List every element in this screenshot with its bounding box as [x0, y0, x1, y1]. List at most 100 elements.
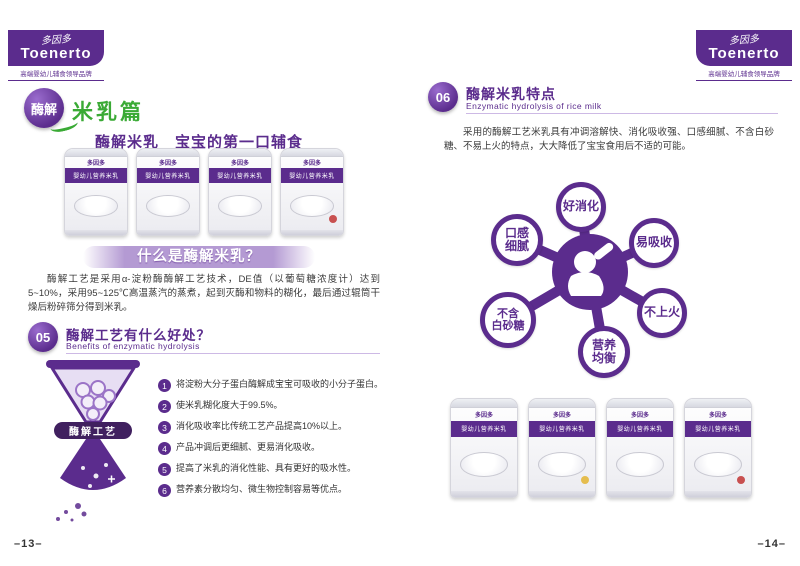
section-05-subtitle: Benefits of enzymatic hydrolysis [66, 341, 200, 351]
package-brand-mark: 多因多 [230, 160, 249, 167]
product-package: 多因多 婴幼儿营养米乳 [684, 398, 752, 498]
benefit-item: 1 将淀粉大分子蛋白酶解成宝宝可吸收的小分子蛋白。 [158, 378, 390, 392]
product-package: 多因多 婴幼儿营养米乳 [528, 398, 596, 498]
package-lid [65, 149, 127, 157]
package-label-band: 婴幼儿营养米乳 [607, 420, 673, 438]
package-photo-area [281, 183, 343, 230]
feature-bubble-no-sugar: 不含 白砂糖 [480, 292, 536, 348]
package-photo-area [209, 183, 271, 230]
baby-drinking-silhouette-icon [568, 242, 614, 296]
diagram-spokes-and-center [503, 202, 667, 357]
brand-tagline: 高端婴幼儿辅食领导品牌 [696, 68, 792, 81]
package-photo-area [529, 437, 595, 491]
package-lid [137, 149, 199, 157]
benefit-number: 1 [158, 379, 171, 392]
benefit-number: 5 [158, 463, 171, 476]
product-package: 多因多 婴幼儿营养米乳 [606, 398, 674, 498]
package-photo-area [685, 437, 751, 491]
package-label-band: 婴幼儿营养米乳 [65, 167, 127, 183]
product-package: 多因多 婴幼儿营养米乳 [64, 148, 128, 236]
section-06-rule [466, 113, 778, 114]
benefit-text: 产品冲调后更细腻、更易消化吸收。 [176, 442, 321, 452]
package-photo-area [65, 183, 127, 230]
package-brand-mark: 多因多 [302, 160, 321, 167]
what-is-title-ribbon: 什么是酶解米乳？ [83, 246, 315, 268]
package-label-band: 婴幼儿营养米乳 [281, 167, 343, 183]
bowl-graphic [460, 451, 508, 477]
features-body-text: 采用的酶解工艺米乳具有冲调溶解快、消化吸收强、口感细腻、不含白砂糖、不易上火的特… [444, 127, 774, 152]
feature-diagram: 好消化 易吸收 不上火 营养 均衡 不含 白砂糖 口感 细腻 [465, 170, 737, 392]
page-13: 多因多 Toenerto 高端婴幼儿辅食领导品牌 酶解 米乳篇 酶解米乳 宝宝的… [8, 30, 390, 554]
feature-bubble-no-heat: 不上火 [637, 288, 687, 338]
package-brand-mark: 多因多 [474, 412, 493, 419]
product-package: 多因多 婴幼儿营养米乳 [450, 398, 518, 498]
benefit-number: 6 [158, 484, 171, 497]
package-brand-mark: 多因多 [630, 412, 649, 419]
feature-bubble-absorbable: 易吸收 [629, 218, 679, 268]
section-06-title: 酶解米乳特点 [466, 86, 556, 102]
package-base [209, 229, 271, 235]
package-lid [529, 399, 595, 408]
falling-particles-icon [56, 503, 87, 522]
bowl-graphic [73, 195, 119, 218]
benefit-number: 4 [158, 442, 171, 455]
product-package: 多因多 婴幼儿营养米乳 [280, 148, 344, 236]
benefit-item: 2 使米乳糊化度大于99.5%。 [158, 399, 390, 413]
feature-bubble-balanced-nutrition: 营养 均衡 [578, 326, 630, 378]
package-label-band: 婴幼儿营养米乳 [685, 420, 751, 438]
flavor-dot [329, 214, 337, 223]
page-number-14: –14– [757, 538, 786, 550]
page-14: 多因多 Toenerto 高端婴幼儿辅食领导品牌 06 酶解米乳特点 Enzym… [410, 30, 792, 554]
package-label-band: 婴幼儿营养米乳 [209, 167, 271, 183]
benefit-item: 3 消化吸收率比传统工艺产品提高10%以上。 [158, 420, 390, 434]
package-photo-area [451, 437, 517, 491]
brand-name: Toenerto [20, 44, 92, 62]
bowl-graphic [145, 195, 191, 218]
page-number-13: –13– [14, 538, 43, 550]
feature-bubble-digestible: 好消化 [556, 182, 606, 232]
section-06-badge: 06 [428, 82, 458, 112]
package-label-band: 婴幼儿营养米乳 [137, 167, 199, 183]
feature-bubble-smooth-taste: 口感 细腻 [491, 214, 543, 266]
package-brand-mark: 多因多 [86, 160, 105, 167]
flavor-dot [581, 476, 589, 485]
benefit-text: 将淀粉大分子蛋白酶解成宝宝可吸收的小分子蛋白。 [176, 379, 384, 389]
package-label-band: 婴幼儿营养米乳 [529, 420, 595, 438]
sparkle-dots-icon [81, 463, 108, 488]
bowl-graphic [289, 195, 335, 218]
benefit-text: 提高了米乳的消化性能、具有更好的吸水性。 [176, 463, 357, 473]
package-photo-area [607, 437, 673, 491]
package-lid [281, 149, 343, 157]
package-brand-mark: 多因多 [708, 412, 727, 419]
section-badge-meijie: 酶解 [24, 88, 64, 128]
package-label-band: 婴幼儿营养米乳 [451, 420, 517, 438]
brand-name: Toenerto [708, 44, 780, 62]
brand-logo: 多因多 Toenerto [8, 30, 104, 66]
section-05-rule [66, 353, 380, 354]
package-base [607, 491, 673, 497]
benefit-text: 使米乳糊化度大于99.5%。 [176, 400, 283, 410]
section-05-badge: 05 [28, 322, 58, 352]
package-base [529, 491, 595, 497]
starch-balls-icon [75, 380, 116, 421]
benefit-item: 4 产品冲调后更细腻、更易消化吸收。 [158, 441, 390, 455]
series-title: 米乳篇 [72, 101, 144, 124]
package-base [137, 229, 199, 235]
hero-subtitle: 酶解米乳 宝宝的第一口辅食 [94, 134, 303, 151]
package-lid [209, 149, 271, 157]
package-base [685, 491, 751, 497]
bowl-graphic [616, 451, 664, 477]
bowl-graphic [694, 451, 742, 477]
package-base [451, 491, 517, 497]
package-lid [685, 399, 751, 408]
what-is-body-text: 酶解工艺是采用α-淀粉酶酶解工艺技术，DE值（以葡萄糖浓度计）达到5~10%，采… [28, 274, 380, 313]
brand-script-mark: 多因多 [40, 33, 72, 47]
benefit-number: 2 [158, 400, 171, 413]
hourglass-process-graphic: 酶解工艺 [46, 360, 140, 522]
section-05-title: 酶解工艺有什么好处？ [66, 328, 211, 343]
flavor-dot [737, 476, 745, 485]
benefit-number: 3 [158, 421, 171, 434]
hourglass-banner-label: 酶解工艺 [69, 425, 117, 438]
brand-script-mark: 多因多 [728, 33, 760, 47]
